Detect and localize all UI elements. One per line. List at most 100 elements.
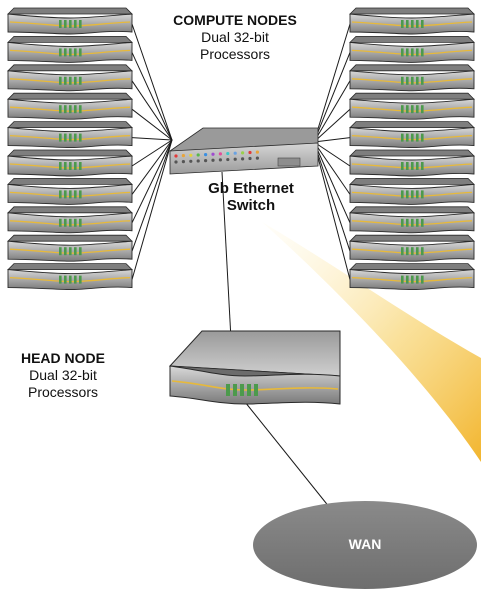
network-switch-icon <box>169 127 319 175</box>
signal-beam <box>262 222 481 462</box>
node-link <box>313 141 351 280</box>
node-link <box>313 137 351 143</box>
server-vent <box>401 76 424 85</box>
head-node-vent <box>226 384 258 396</box>
node-link <box>313 141 351 224</box>
server-vent <box>59 133 82 142</box>
head-node-label: HEAD NODE Dual 32-bit Processors <box>8 350 118 401</box>
wan-link <box>244 401 331 509</box>
node-link <box>131 23 173 141</box>
switch-port-led <box>241 151 245 155</box>
node-link <box>131 80 173 141</box>
switch-port-led <box>255 150 259 154</box>
switch-port-led <box>233 151 237 155</box>
switch-port-led <box>226 157 230 162</box>
compute-node-server-icon <box>7 64 133 92</box>
head-node-server-icon <box>168 330 341 405</box>
compute-node-server-icon <box>349 178 475 205</box>
compute-node-server-icon <box>7 263 133 291</box>
switch-port-led <box>174 154 178 158</box>
compute-nodes-label: COMPUTE NODES Dual 32-bit Processors <box>150 12 320 63</box>
switch-port-led <box>233 157 237 161</box>
switch-port-led <box>174 160 178 164</box>
node-link <box>313 141 351 167</box>
switch-port-led <box>211 152 215 156</box>
server-vent <box>59 275 82 284</box>
switch-line1: Gb Ethernet <box>208 180 294 197</box>
switch-port-led <box>218 158 222 162</box>
node-link <box>131 137 173 141</box>
compute-node-server-icon <box>349 36 475 63</box>
head-node-line2: Processors <box>27 384 99 400</box>
switch-port-led <box>226 151 230 156</box>
switch-display <box>277 157 301 167</box>
server-vent <box>401 162 424 170</box>
node-link <box>131 139 173 195</box>
compute-node-server-icon <box>7 206 133 234</box>
wan-label: WAN <box>348 536 382 552</box>
switch-port-led <box>196 159 200 163</box>
compute-node-server-icon <box>7 121 133 149</box>
server-vent <box>401 275 424 284</box>
switch-label: Gb Ethernet Switch <box>196 180 306 214</box>
node-link <box>131 108 173 141</box>
switch-port-led <box>255 156 259 160</box>
switch-port-led <box>204 159 208 163</box>
node-link <box>131 52 173 141</box>
switch-port-led <box>196 153 200 157</box>
compute-nodes-line1: Dual 32-bit <box>201 29 269 45</box>
node-link <box>131 139 173 167</box>
switch-port-led <box>241 157 245 161</box>
compute-node-server-icon <box>7 149 133 177</box>
compute-nodes-line2: Processors <box>199 46 271 62</box>
node-link <box>313 52 351 143</box>
compute-node-server-icon <box>349 263 475 291</box>
compute-node-server-icon <box>7 92 133 120</box>
switch-port-leds <box>174 150 259 164</box>
compute-node-server-icon <box>7 178 133 205</box>
compute-nodes-title: COMPUTE NODES <box>173 12 297 28</box>
wan-cloud-icon <box>253 501 477 589</box>
switch-port-led <box>189 153 193 157</box>
compute-rack-right <box>349 7 475 291</box>
server-vent <box>401 247 424 256</box>
compute-node-server-icon <box>7 36 133 63</box>
node-link <box>131 139 173 280</box>
switch-port-led <box>211 158 215 162</box>
switch-port-led <box>181 160 185 164</box>
compute-node-server-icon <box>349 121 475 149</box>
compute-node-server-icon <box>7 7 133 35</box>
switch-port-led <box>189 159 193 163</box>
switch-port-led <box>181 154 185 158</box>
switch-port-led <box>248 150 252 155</box>
node-link <box>131 139 173 252</box>
compute-rack-left <box>7 7 133 291</box>
head-node-title: HEAD NODE <box>20 350 105 366</box>
server-vent <box>59 48 82 57</box>
node-link <box>313 108 351 143</box>
compute-node-server-icon <box>349 234 475 262</box>
node-link <box>313 141 351 252</box>
server-vent <box>59 218 82 227</box>
compute-node-server-icon <box>349 64 475 92</box>
switch-port-led <box>218 152 222 156</box>
server-vent <box>401 20 424 28</box>
network-links <box>131 23 351 280</box>
compute-node-server-icon <box>349 149 475 177</box>
server-vent <box>59 105 82 114</box>
server-vent <box>59 76 82 85</box>
node-link <box>313 80 351 143</box>
compute-node-server-icon <box>7 234 133 262</box>
server-vent <box>401 48 424 57</box>
server-vent <box>401 218 424 227</box>
switch-port-led <box>204 153 208 157</box>
switch-port-led <box>248 156 252 161</box>
server-vent <box>59 190 82 199</box>
server-vent <box>59 162 82 170</box>
server-vent <box>401 190 424 199</box>
server-vent <box>59 247 82 256</box>
node-link <box>313 141 351 195</box>
compute-node-server-icon <box>349 92 475 120</box>
